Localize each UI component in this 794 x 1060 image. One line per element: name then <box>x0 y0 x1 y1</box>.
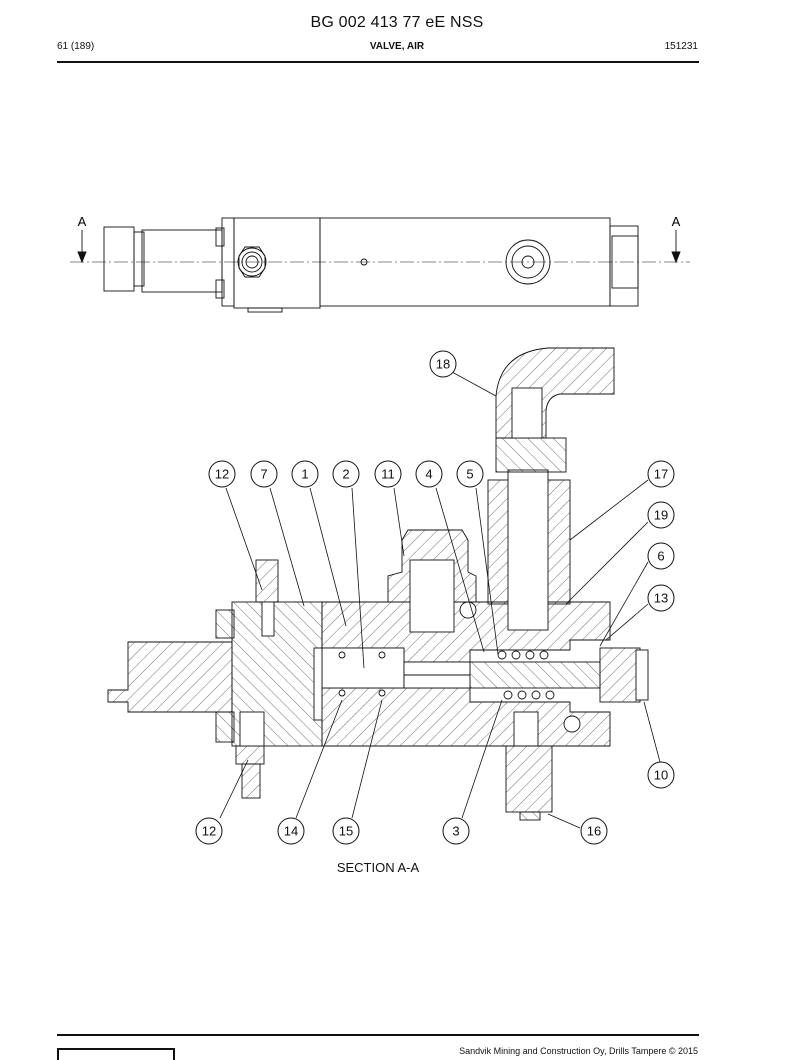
page-number: 61 (189) <box>57 41 95 52</box>
callout-15: 15 <box>339 824 353 839</box>
company-logo <box>57 1048 175 1060</box>
callout-circle-11 <box>374 460 402 488</box>
top-view <box>70 217 690 313</box>
callout-circle-12-bottom <box>195 817 223 845</box>
callout-circle-14 <box>277 817 305 845</box>
callout-circle-6 <box>647 542 675 570</box>
callout-13: 13 <box>654 591 668 606</box>
callout-14: 14 <box>284 824 298 839</box>
callout-circle-4 <box>415 460 443 488</box>
callout-circle-19 <box>647 501 675 529</box>
callout-circle-17 <box>647 460 675 488</box>
callout-17: 17 <box>654 467 668 482</box>
document-title: BG 002 413 77 eE NSS <box>310 14 484 31</box>
section-mark-right: A <box>672 214 681 229</box>
footer-rule <box>57 1034 699 1036</box>
callout-18: 18 <box>436 357 450 372</box>
callout-circle-10 <box>647 761 675 789</box>
callouts <box>195 350 675 845</box>
callout-12-bottom: 12 <box>202 824 216 839</box>
part-name: VALVE, AIR <box>369 41 425 52</box>
callout-circle-2 <box>332 460 360 488</box>
callout-16: 16 <box>587 824 601 839</box>
footer-copyright: Sandvik Mining and Construction Oy, Dril… <box>459 1046 698 1056</box>
header-rule <box>57 61 699 63</box>
callout-1: 1 <box>301 467 308 482</box>
document-date: 151231 <box>664 41 698 52</box>
section-view <box>107 347 649 821</box>
callout-10: 10 <box>654 768 668 783</box>
callout-circle-3 <box>442 817 470 845</box>
callout-circle-7 <box>250 460 278 488</box>
callout-circle-5 <box>456 460 484 488</box>
callout-5: 5 <box>466 467 473 482</box>
section-mark-left: A <box>78 214 87 229</box>
callout-7: 7 <box>260 467 267 482</box>
callout-11: 11 <box>381 467 395 482</box>
callout-3: 3 <box>452 824 459 839</box>
callout-19: 19 <box>654 508 668 523</box>
callout-circle-16 <box>580 817 608 845</box>
callout-6: 6 <box>657 549 664 564</box>
callout-circle-1 <box>291 460 319 488</box>
callout-circle-15 <box>332 817 360 845</box>
section-caption: SECTION A-A <box>336 860 420 875</box>
callout-circle-18 <box>429 350 457 378</box>
callout-4: 4 <box>425 467 432 482</box>
callout-circle-13 <box>647 584 675 612</box>
leader-lines <box>219 371 661 829</box>
callout-circle-12-top <box>208 460 236 488</box>
callout-12-top: 12 <box>215 467 229 482</box>
callout-2: 2 <box>342 467 349 482</box>
